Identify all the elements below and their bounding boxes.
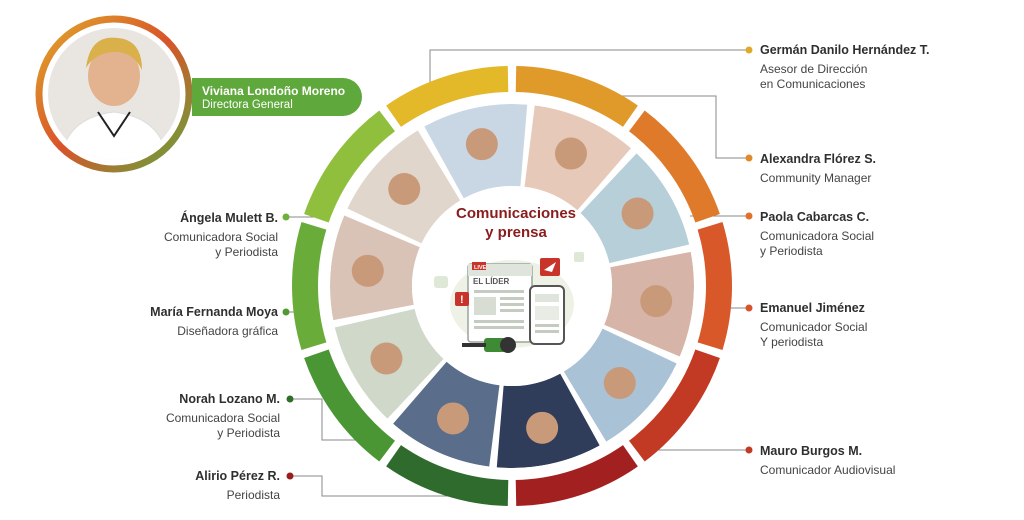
member-name: Germán Danilo Hernández T. [760, 43, 930, 57]
director-role: Directora General [202, 99, 293, 111]
member-role: Comunicador Audiovisual [760, 463, 896, 477]
person-face [370, 342, 403, 375]
member-role: Comunicador Social Y periodista [760, 320, 868, 349]
member-name: Alirio Pérez R. [195, 469, 280, 483]
ring-segment [629, 110, 720, 223]
ring-segment [697, 222, 732, 350]
outer-ring [291, 66, 732, 506]
connector-dot [286, 472, 294, 480]
member-mauro: Mauro Burgos M. Comunicador Audiovisual [760, 444, 895, 478]
person-face [465, 128, 498, 161]
connector-dot [745, 304, 753, 312]
member-german: Germán Danilo Hernández T. Asesor de Dir… [760, 43, 929, 92]
person-face [621, 197, 654, 230]
connector-dot [286, 395, 294, 403]
member-role: Periodista [226, 488, 280, 502]
connector-dot [745, 212, 753, 220]
connector-alexandra [620, 95, 748, 159]
person-face [437, 402, 470, 435]
photo-wheel [330, 104, 694, 468]
ring-segment [386, 445, 509, 506]
title-line-1: Comunicaciones [455, 205, 577, 222]
title-line-2: y prensa [485, 224, 547, 241]
director-avatar [35, 15, 193, 173]
press-illustration-icon: LIVE EL LÍDER ! [434, 252, 584, 353]
ring-segment [515, 445, 638, 506]
member-paola: Paola Cabarcas C. Comunicadora Social y … [760, 210, 874, 259]
connector-dot [745, 154, 753, 162]
member-alirio: Alirio Pérez R. Periodista [195, 469, 280, 503]
member-name: Alexandra Flórez S. [760, 152, 877, 166]
person-face [526, 411, 559, 444]
connector-lines [286, 49, 748, 497]
member-role: Asesor de Dirección en Comunicaciones [760, 62, 868, 91]
member-norah: Norah Lozano M. Comunicadora Social y Pe… [166, 392, 280, 441]
connector-alirio [290, 475, 460, 497]
member-name: María Fernanda Moya [150, 305, 278, 319]
member-name: Norah Lozano M. [179, 392, 280, 406]
member-name: Mauro Burgos M. [760, 444, 863, 458]
ring-segment [291, 222, 327, 350]
connector-dot [745, 446, 753, 454]
person-face [554, 137, 587, 170]
member-alexandra: Alexandra Flórez S. Community Manager [760, 152, 876, 186]
member-name: Ángela Mulett B. [180, 211, 278, 225]
member-name: Emanuel Jiménez [760, 301, 865, 315]
connector-dot [745, 46, 753, 54]
live-label: LIVE [474, 265, 487, 271]
person-face [351, 254, 384, 287]
director-badge: Viviana Londoño Moreno Directora General [192, 78, 362, 116]
member-role: Diseñadora gráfica [177, 324, 278, 338]
person-face [640, 285, 673, 318]
person-face [603, 367, 636, 400]
member-emanuel: Emanuel Jiménez Comunicador Social Y per… [760, 301, 867, 350]
ring-segment [304, 110, 395, 223]
member-maria: María Fernanda Moya Diseñadora gráfica [150, 305, 278, 339]
member-role: Comunicadora Social y Periodista [165, 411, 280, 440]
member-role: Comunicadora Social y Periodista [760, 229, 875, 258]
ring-segment [304, 349, 395, 462]
ring-segment [629, 349, 720, 462]
ring-segment [386, 66, 509, 127]
ring-segment [515, 66, 638, 127]
member-role: Community Manager [760, 171, 872, 185]
member-role: Comunicadora Social y Periodista [163, 230, 278, 259]
director-name: Viviana Londoño Moreno [202, 84, 346, 98]
member-angela: Ángela Mulett B. Comunicadora Social y P… [164, 211, 278, 260]
svg-text:!: ! [460, 294, 464, 306]
newspaper-title: EL LÍDER [473, 277, 510, 286]
connector-german [429, 49, 748, 84]
connector-dot [282, 308, 290, 316]
member-name: Paola Cabarcas C. [760, 210, 870, 224]
page-title: Comunicaciones y prensa [438, 204, 594, 242]
person-face [388, 172, 421, 205]
connector-dot [282, 213, 290, 221]
